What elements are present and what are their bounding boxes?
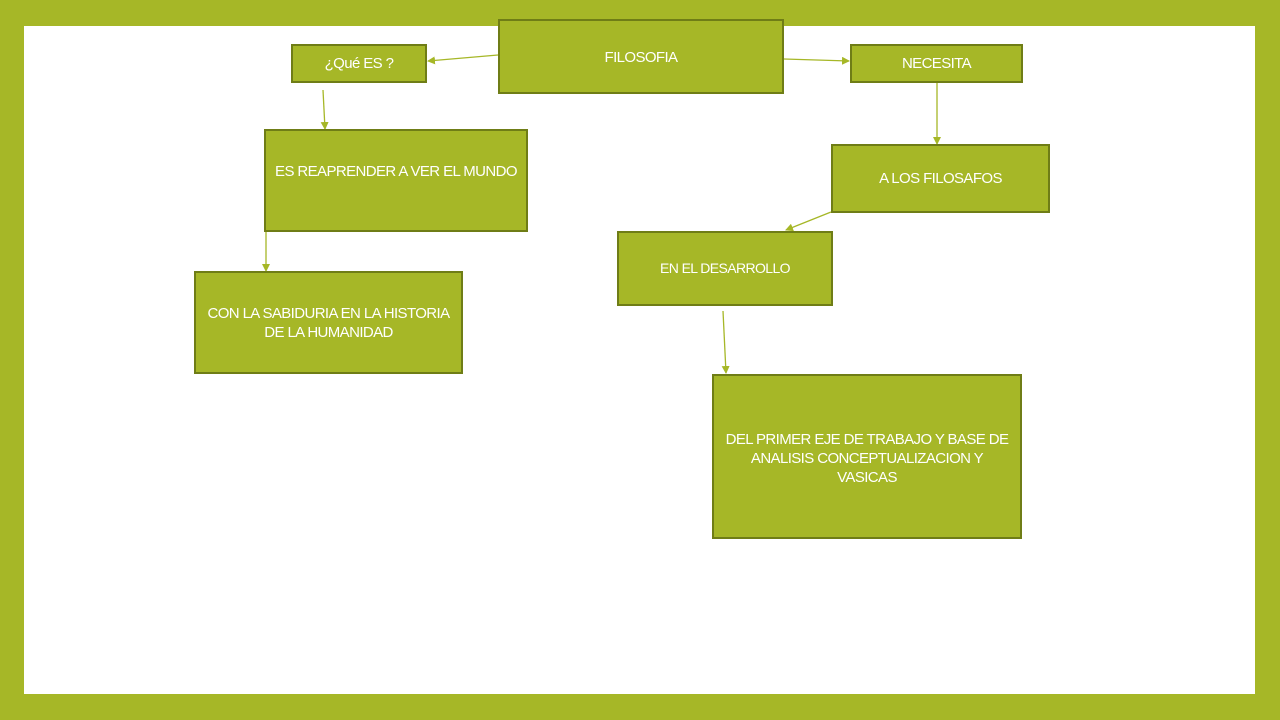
node-desarrollo[interactable]: EN EL DESARROLLO (617, 231, 833, 306)
node-que-es-label: ¿Qué ES ? (324, 55, 394, 72)
node-primer-eje-label: DEL PRIMER EJE DE TRABAJO Y BASE DE ANAL… (725, 431, 1009, 486)
node-reaprender-label: ES REAPRENDER A VER EL MUNDO (275, 163, 517, 180)
node-desarrollo-label: EN EL DESARROLLO (660, 260, 791, 276)
node-sabiduria-label: CON LA SABIDURIA EN LA HISTORIA DE LA HU… (207, 305, 450, 341)
node-sabiduria[interactable]: CON LA SABIDURIA EN LA HISTORIA DE LA HU… (194, 271, 463, 374)
node-primer-eje[interactable]: DEL PRIMER EJE DE TRABAJO Y BASE DE ANAL… (712, 374, 1022, 539)
node-filosofia[interactable]: FILOSOFIA (498, 19, 784, 94)
node-necesita-label: NECESITA (901, 55, 972, 72)
node-necesita[interactable]: NECESITA (850, 44, 1023, 83)
node-filosofos-label: A LOS FILOSAFOS (879, 170, 1002, 187)
node-reaprender[interactable]: ES REAPRENDER A VER EL MUNDO (264, 129, 528, 232)
node-filosofia-label: FILOSOFIA (604, 49, 679, 66)
node-filosofos[interactable]: A LOS FILOSAFOS (831, 144, 1050, 213)
node-que-es[interactable]: ¿Qué ES ? (291, 44, 427, 83)
